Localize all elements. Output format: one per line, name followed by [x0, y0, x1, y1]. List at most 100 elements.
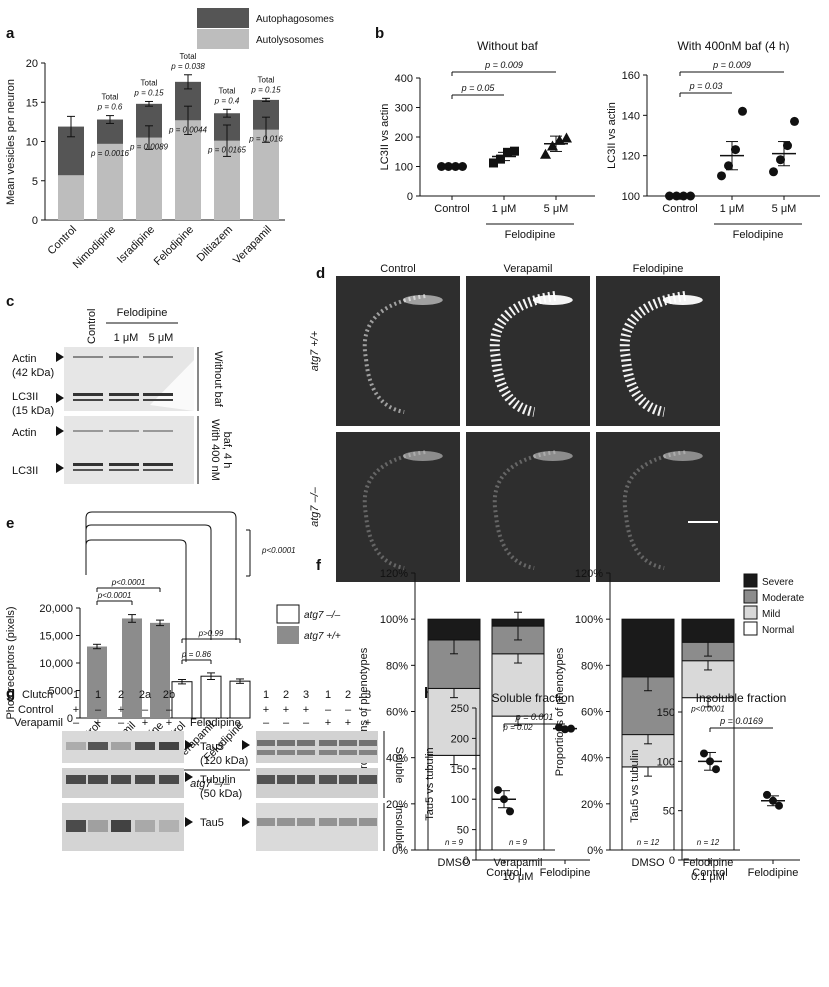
h1-title: Soluble fraction — [492, 691, 575, 705]
c-band-arrow — [56, 463, 64, 473]
h1-data-point — [494, 786, 502, 795]
b2-group-label: Felodipine — [733, 229, 784, 241]
e-outer-sig-label: p<0.0001 — [261, 546, 296, 555]
g-band-tau5-insoluble — [88, 820, 108, 832]
b2-ytick-label: 160 — [622, 70, 640, 82]
g-control-right: + — [303, 704, 309, 716]
g-verapamil-left: + — [166, 717, 172, 729]
g-label-tubulin: Tubulin — [200, 774, 236, 786]
d-column-label: Control — [380, 263, 415, 275]
a-total-label: Total — [180, 52, 197, 61]
e-ytick-label: 10,000 — [39, 658, 73, 670]
f2-n-label: n = 12 — [697, 838, 720, 847]
g-clutch-right: 1 — [263, 689, 269, 701]
a-total-label: Total — [141, 78, 158, 87]
h1-y-axis-label: Tau5 vs tubulin — [424, 747, 436, 820]
g-band-tau5-insoluble — [257, 818, 275, 826]
b1-ytick-label: 400 — [395, 73, 413, 85]
b2-ytick-label: 100 — [622, 191, 640, 203]
g-row-control: Control — [18, 704, 53, 716]
a-p-value: p = 0.0016 — [90, 149, 130, 158]
d-photoreceptor-cluster — [532, 295, 573, 305]
c-lane-5um: 5 μM — [149, 332, 174, 344]
f2-n-label: n = 12 — [637, 838, 660, 847]
g-band-tubulin — [339, 775, 357, 784]
g-band-tau5-insoluble — [339, 818, 357, 826]
g-blot-tau5-insoluble-right — [256, 803, 378, 851]
a-total-p: p = 0.038 — [170, 62, 205, 71]
g-control-left: + — [118, 704, 124, 716]
g-clutch-right: 2 — [283, 689, 289, 701]
f-legend-swatch — [743, 621, 758, 636]
b2-title: With 400nM baf (4 h) — [677, 39, 789, 53]
g-side-insoluble: Insoluble — [393, 805, 405, 849]
g-band-tau5-insoluble — [297, 818, 315, 826]
a-legend-swatch-autophagosomes — [197, 8, 249, 28]
panel-letter-e: e — [6, 515, 14, 532]
g-label-tau5: Tau5 — [200, 741, 224, 753]
a-bar-autolysosomes — [97, 143, 123, 220]
f1-bar-normal — [491, 715, 545, 851]
a-x-tick-label: Felodipine — [152, 224, 196, 268]
b1-data-point-square — [489, 158, 498, 168]
d-column-label: Verapamil — [504, 263, 553, 275]
b2-data-point — [783, 141, 792, 151]
a-bar-autolysosomes — [136, 137, 162, 220]
d-micrograph — [596, 432, 720, 582]
g-band-tau5 — [297, 750, 315, 755]
b1-data-point-triangle — [561, 132, 572, 143]
g-band-tau5-insoluble — [135, 820, 155, 832]
a-total-label: Total — [102, 93, 119, 102]
f2-p-label: p<0.0001 — [690, 705, 725, 714]
f1-bar-severe — [427, 618, 481, 641]
b2-data-point — [731, 145, 740, 155]
e-sig-fel-label: p<0.0001 — [111, 578, 146, 587]
e-y-axis-label: Photoreceptors (pixels) — [5, 606, 17, 719]
g-verapamil-left: – — [118, 717, 125, 729]
c-lane-control: Control — [86, 309, 98, 344]
g-clutch-right: 3 — [303, 689, 309, 701]
a-total-p: p = 0.4 — [214, 96, 240, 105]
g-arrow — [185, 740, 193, 750]
e-bar — [150, 622, 170, 718]
c-label-actin-2: Actin — [12, 427, 36, 439]
f1-n-label: n = 9 — [509, 838, 528, 847]
h1-x-tick-label: Control — [486, 867, 521, 879]
c-band-actin — [73, 356, 103, 358]
h2-data-point — [700, 749, 708, 758]
g-blot-tau5-right — [256, 731, 378, 763]
c-lane-1um: 1 μM — [114, 332, 139, 344]
e-bar — [229, 680, 251, 719]
h2-x-tick-label: Control — [692, 867, 727, 879]
e-legend-swatch-ko — [276, 604, 300, 624]
f1-ytick-label: 80% — [386, 660, 408, 672]
g-felodipine-right: + — [345, 717, 351, 729]
e-legend-ko: atg7 –/– — [304, 610, 341, 621]
e-sig-ver-label: p<0.0001 — [97, 591, 132, 600]
a-legend-autolysosomes: Autolysosomes — [256, 35, 324, 46]
g-band-tau5 — [359, 750, 377, 755]
a-x-tick-label: Nimodipine — [71, 224, 118, 271]
a-total-p: p = 0.15 — [133, 88, 164, 97]
e-ytick-label: 5000 — [49, 686, 73, 698]
e-bar — [200, 675, 222, 719]
a-p-value: p = 0.0089 — [129, 143, 169, 152]
c-side-without-baf: Without baf — [212, 351, 224, 408]
h1-ytick-label: 0 — [463, 855, 469, 867]
f1-ytick-label: 20% — [386, 799, 408, 811]
g-band-tubulin — [319, 775, 337, 784]
f1-n-label: n = 9 — [445, 838, 464, 847]
b1-ytick-label: 200 — [395, 132, 413, 144]
g-band-tubulin — [66, 775, 86, 784]
g-control-left: – — [166, 704, 173, 716]
e-ytick-label: 20,000 — [39, 603, 73, 615]
h1-data-point — [506, 807, 514, 816]
a-legend-autophagosomes: Autophagosomes — [256, 14, 334, 25]
b2-x-tick-label: Control — [662, 203, 697, 215]
c-blot-glare — [150, 360, 194, 411]
d-photoreceptor-cluster — [532, 451, 573, 461]
g-band-tau5 — [257, 750, 275, 755]
f-legend-mild: Mild — [762, 609, 780, 620]
c-band-lc3ii-lower — [143, 469, 173, 471]
g-band-tau5 — [159, 742, 179, 750]
